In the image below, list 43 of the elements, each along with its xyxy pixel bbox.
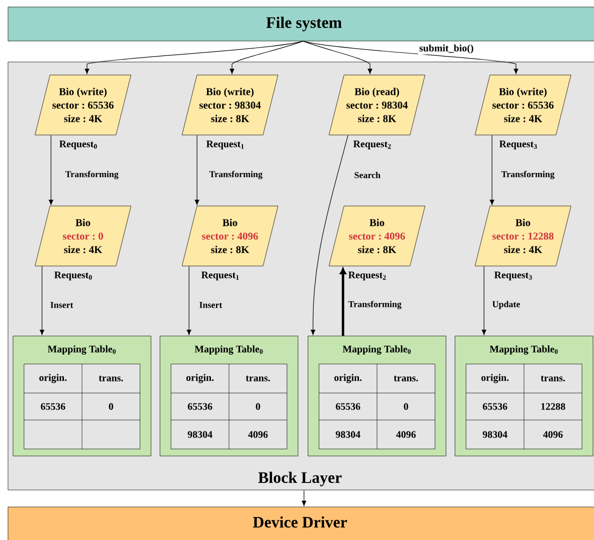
band-box: File system [8,6,594,42]
arrow [302,40,518,74]
arrow [302,490,306,506]
mapping-table: Mapping Table$_{0}$ origin. trans. 65536 0 98304 4096 [308,336,446,456]
edge-label: submit_bio() [418,43,475,55]
bio-parallelogram: Bio sector : 12288 size : 4K [474,206,572,266]
request-label: Request$_{3}$ [499,140,537,150]
mapping-table: Mapping Table$_{0}$ origin. trans. 65536 0 [12,336,152,456]
bio-parallelogram: Bio sector : 0 size : 4K [34,206,132,266]
request-label: Request$_{1}$ [201,272,239,280]
band-box: Device Driver [8,506,594,540]
arrow [340,268,346,336]
request-label: Request$_{0}$ [59,140,97,150]
edge-label: Transforming [500,170,556,180]
edge-label: Transforming [208,170,264,180]
bio-parallelogram: Bio (read) sector : 98304 size : 8K [328,74,426,136]
arrow [490,134,494,205]
edge-label: Transforming [64,170,120,180]
mapping-table: Mapping Table$_{0}$ origin. trans. 65536 0 98304 4096 [160,336,298,456]
edge-label: Insert [49,301,74,309]
arrow [194,134,200,205]
bio-parallelogram: Bio sector : 4096 size : 8K [182,206,278,266]
request-label: Request$_{2}$ [353,140,391,150]
request-label: Request$_{0}$ [54,272,92,280]
arrow [310,134,348,335]
bio-parallelogram: Bio sector : 4096 size : 8K [328,206,426,266]
request-label: Request$_{2}$ [348,272,386,280]
arrow [186,266,192,335]
arrow [84,40,304,74]
arrow [40,266,44,335]
request-label: Request$_{1}$ [206,140,244,150]
bio-parallelogram: Bio (write) sector : 98304 size : 8K [182,74,278,136]
arrow [230,40,304,74]
edge-label: Insert [198,301,224,309]
arrow [302,40,372,74]
mapping-table: Mapping Table$_{0}$ origin. trans. 65536 12288 98304 4096 [454,336,594,456]
edge-label: Update [491,300,522,310]
bio-parallelogram: Bio (write) sector : 65536 size : 4K [34,74,132,136]
arrow [48,134,54,205]
request-label: Request$_{3}$ [494,272,532,280]
arrow [482,266,486,335]
edge-label: Transforming [347,300,403,310]
bio-parallelogram: Bio (write) sector : 65536 size : 4K [474,74,572,136]
